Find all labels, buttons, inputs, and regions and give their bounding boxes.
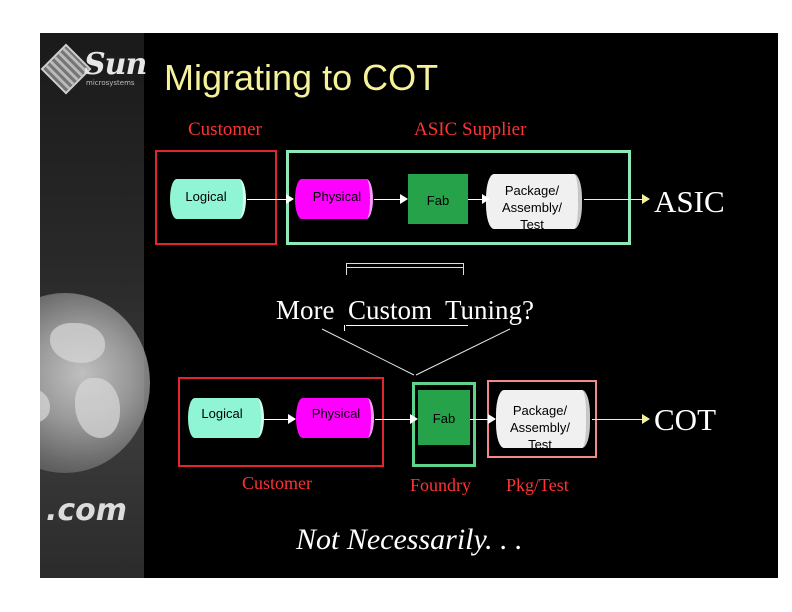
sun-logo: Sun microsystems [40,43,147,95]
arrow-head-icon [410,414,418,424]
question-underline [346,325,468,326]
fab-stage-top [408,174,468,224]
package-stage-bottom [496,390,590,448]
foundry-box [412,382,476,467]
customer-label-bottom: Customer [242,473,312,493]
customer-box-top [155,150,277,245]
physical-stage-top [295,179,373,219]
logo-brand: Sun [84,47,147,82]
conclusion-text: Not Necessarily. . . [296,523,523,556]
bracket-top-inner [346,267,464,269]
package-label-bottom: Package/ Assembly/ Test [510,403,570,452]
fab-label-bottom: Fab [432,411,456,426]
globe-graphic [40,293,150,473]
asic-supplier-label: ASIC Supplier [414,119,527,140]
arrow-head-icon [642,414,650,424]
custom-tuning-question: More Custom Tuning? [276,295,535,325]
underline-tick [344,325,345,331]
logical-stage-bottom [188,398,264,438]
brand-sidebar: Sun microsystems .com [40,33,150,578]
slide: Sun microsystems .com Migrating to COT C… [40,33,778,578]
arrow-head-icon [288,414,296,424]
logical-label-top: Logical [185,189,227,204]
foundry-label: Foundry [410,475,472,495]
logical-label-bottom: Logical [201,406,243,421]
customer-box-bottom [178,377,384,467]
arrow-head-icon [400,194,408,204]
dotcom-mark: .com [46,493,128,528]
arrow-logical-physical-bottom [264,419,288,420]
package-label-top: Package/ Assembly/ Test [502,183,562,232]
physical-label-top: Physical [312,189,362,204]
physical-label-bottom: Physical [311,406,361,421]
arrow-physical-fab-bottom [375,419,410,420]
arrow-head-icon [642,194,650,204]
arrow-to-cot [592,419,642,420]
cot-result: COT [654,402,716,437]
arrow-fab-package-bottom [470,419,488,420]
arrow-to-asic [584,199,642,200]
package-stage-top [486,174,582,229]
arrow-head-icon [488,414,496,424]
arrow-physical-fab-top [374,199,400,200]
fab-label-top: Fab [426,193,450,208]
fab-stage-bottom [418,390,470,445]
arrow-logical-physical-top [247,199,287,200]
bracket-top [346,263,464,275]
customer-label-top: Customer [188,119,262,140]
asic-result: ASIC [654,184,725,219]
physical-stage-bottom [296,398,374,438]
logical-stage-top [170,179,246,219]
arrow-fab-package-top [468,199,482,200]
slide-title: Migrating to COT [164,57,439,98]
arrow-head-icon [286,194,294,204]
arrow-head-icon [482,194,490,204]
logo-tagline: microsystems [86,79,135,87]
pkg-test-label: Pkg/Test [506,475,569,495]
